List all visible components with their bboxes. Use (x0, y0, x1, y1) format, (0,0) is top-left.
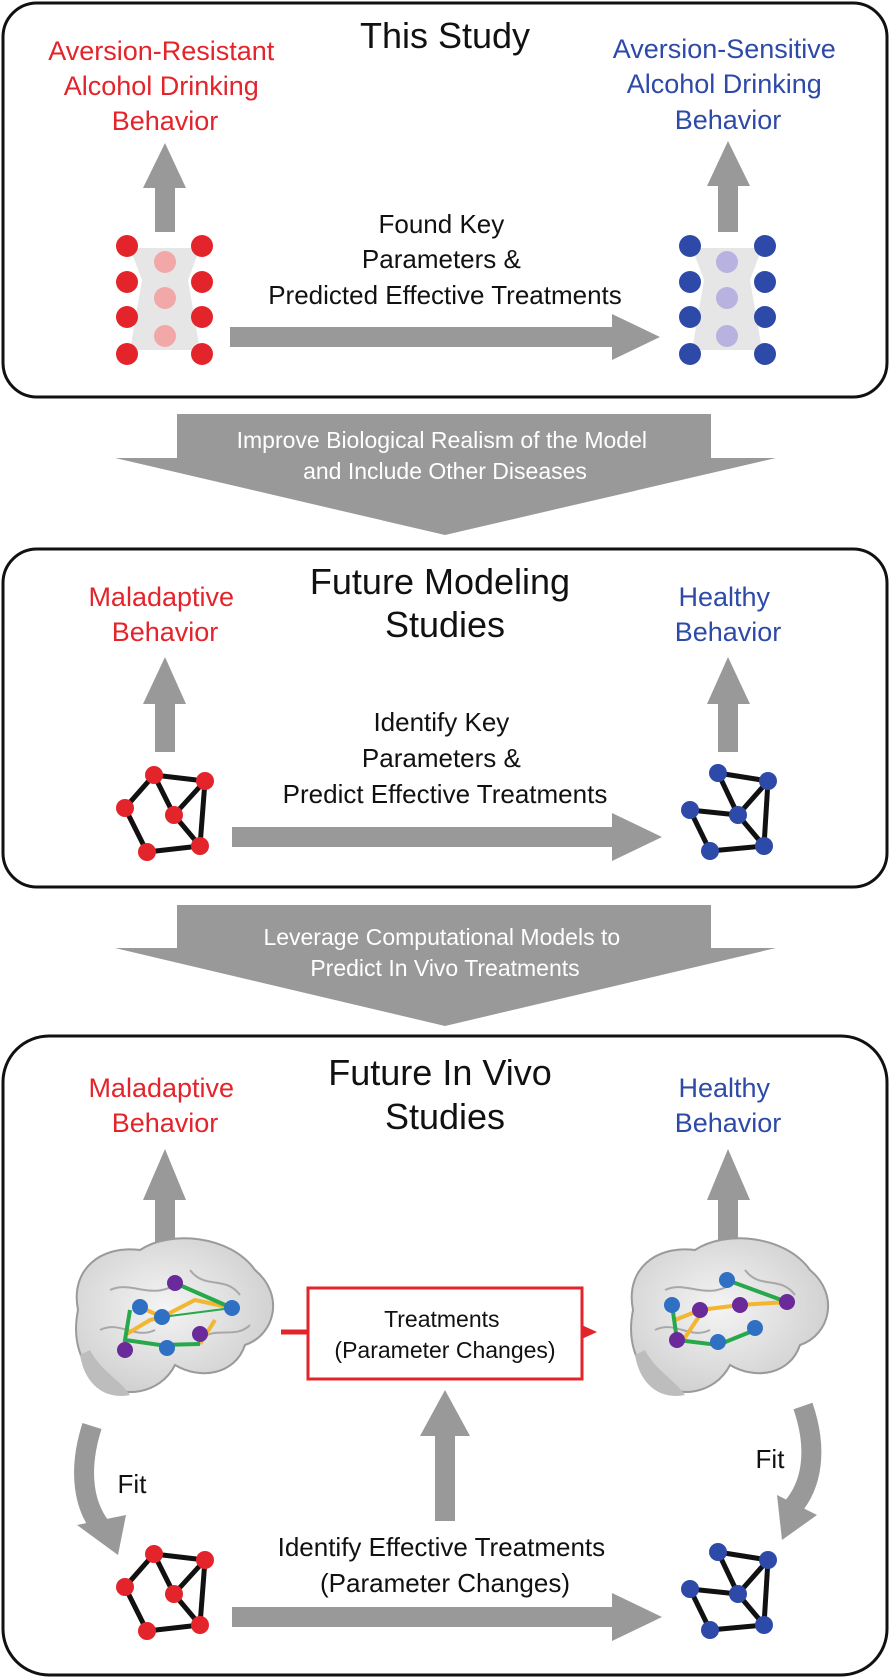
brain-right-image (630, 1237, 829, 1396)
right-arrow-p1 (230, 314, 660, 360)
model-network-blue-p1 (679, 235, 776, 365)
panel2-right-label: Healthy Behavior (675, 582, 782, 647)
transition-arrow-1 (115, 414, 776, 535)
fit-label-right: Fit (756, 1444, 786, 1474)
right-arrow-p2 (232, 813, 662, 861)
graph-nodes-red-p2 (116, 766, 214, 861)
panel3-left-label: Maladaptive Behavior (88, 1073, 241, 1138)
panel2-left-label: Maladaptive Behavior (88, 582, 241, 647)
up-arrow-p1-left (143, 143, 186, 232)
brain-left-image (75, 1237, 274, 1396)
panel3-right-label: Healthy Behavior (675, 1073, 782, 1138)
up-arrow-p3-left (143, 1149, 186, 1243)
fit-arrowhead-right (777, 1495, 817, 1540)
treatment-box-text: Treatments (Parameter Changes) (334, 1306, 555, 1363)
panel1-title: This Study (360, 15, 530, 56)
graph-nodes-blue-p2 (681, 764, 777, 860)
panel3-bottom-text: Identify Effective Treatments (Parameter… (278, 1532, 613, 1598)
graph-nodes-blue-p3 (681, 1543, 777, 1639)
up-arrow-to-treatments (420, 1390, 470, 1521)
up-arrow-p1-right (707, 141, 750, 232)
transition2-text: Leverage Computational Models to Predict… (263, 924, 626, 981)
up-arrow-p3-right (707, 1149, 750, 1243)
up-arrow-p2-right (707, 657, 750, 752)
panel3-title: Future In Vivo Studies (328, 1052, 561, 1137)
panel-future-modeling (1, 547, 889, 889)
model-network-red-p1 (116, 235, 213, 365)
up-arrow-p2-left (143, 657, 186, 752)
panel1-middle-text: Found Key Parameters & Predicted Effecti… (268, 209, 622, 310)
fit-label-left: Fit (118, 1469, 148, 1499)
transition1-text: Improve Biological Realism of the Model … (237, 427, 654, 484)
fit-arrow-right (784, 1402, 822, 1515)
treatment-box (306, 1286, 584, 1381)
panel1-left-label: Aversion-Resistant Alcohol Drinking Beha… (48, 36, 282, 136)
panel2-title: Future Modeling Studies (310, 561, 580, 645)
panel1-right-label: Aversion-Sensitive Alcohol Drinking Beha… (613, 34, 844, 135)
fit-arrowhead-left (77, 1515, 126, 1555)
transition-arrow-2 (115, 905, 776, 1026)
graph-nodes-red-p3 (116, 1545, 214, 1640)
panel2-middle-text: Identify Key Parameters & Predict Effect… (283, 707, 608, 809)
right-arrow-p3 (232, 1593, 662, 1641)
panel-this-study (1, 1, 889, 399)
